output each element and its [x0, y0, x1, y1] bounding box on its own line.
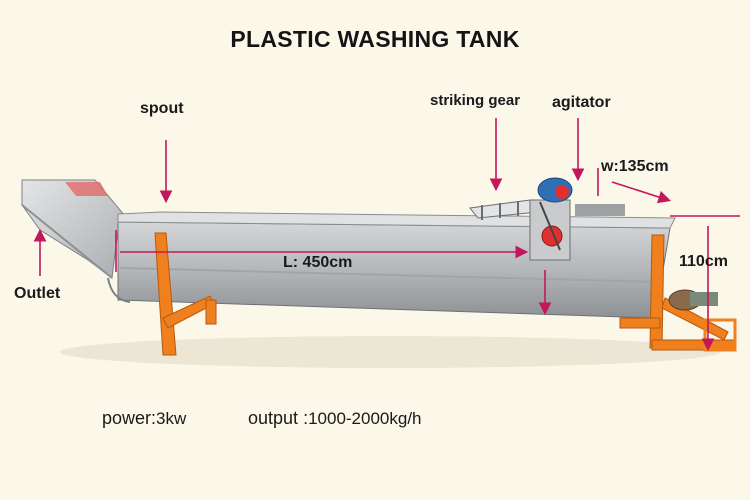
output-label: output	[248, 408, 299, 428]
width-label: w:135cm	[601, 158, 669, 175]
spout-label: spout	[140, 100, 184, 117]
agitator-part	[529, 177, 625, 261]
outlet-label: Outlet	[14, 285, 61, 302]
power-value: 3kw	[156, 409, 187, 428]
length-label: L: 450cm	[283, 254, 353, 271]
output-spec: output :1000-2000kg/h	[248, 408, 422, 429]
agitator-label: agitator	[552, 94, 611, 111]
tank-body	[107, 211, 676, 319]
pump-motor	[668, 289, 718, 311]
page-title: PLASTIC WASHING TANK	[230, 26, 520, 52]
striking-gear-label: striking gear	[430, 92, 521, 109]
output-value: 1000-2000kg/h	[308, 409, 422, 428]
power-spec: power:3kw	[102, 408, 186, 429]
power-label: power:	[102, 408, 157, 428]
discharge-chute	[21, 179, 131, 279]
ground-shadow	[60, 336, 720, 368]
output-separator: :	[303, 408, 309, 428]
height-label: 110cm	[679, 253, 728, 270]
annotation-arrows	[33, 118, 740, 352]
width-arrow	[611, 181, 672, 204]
